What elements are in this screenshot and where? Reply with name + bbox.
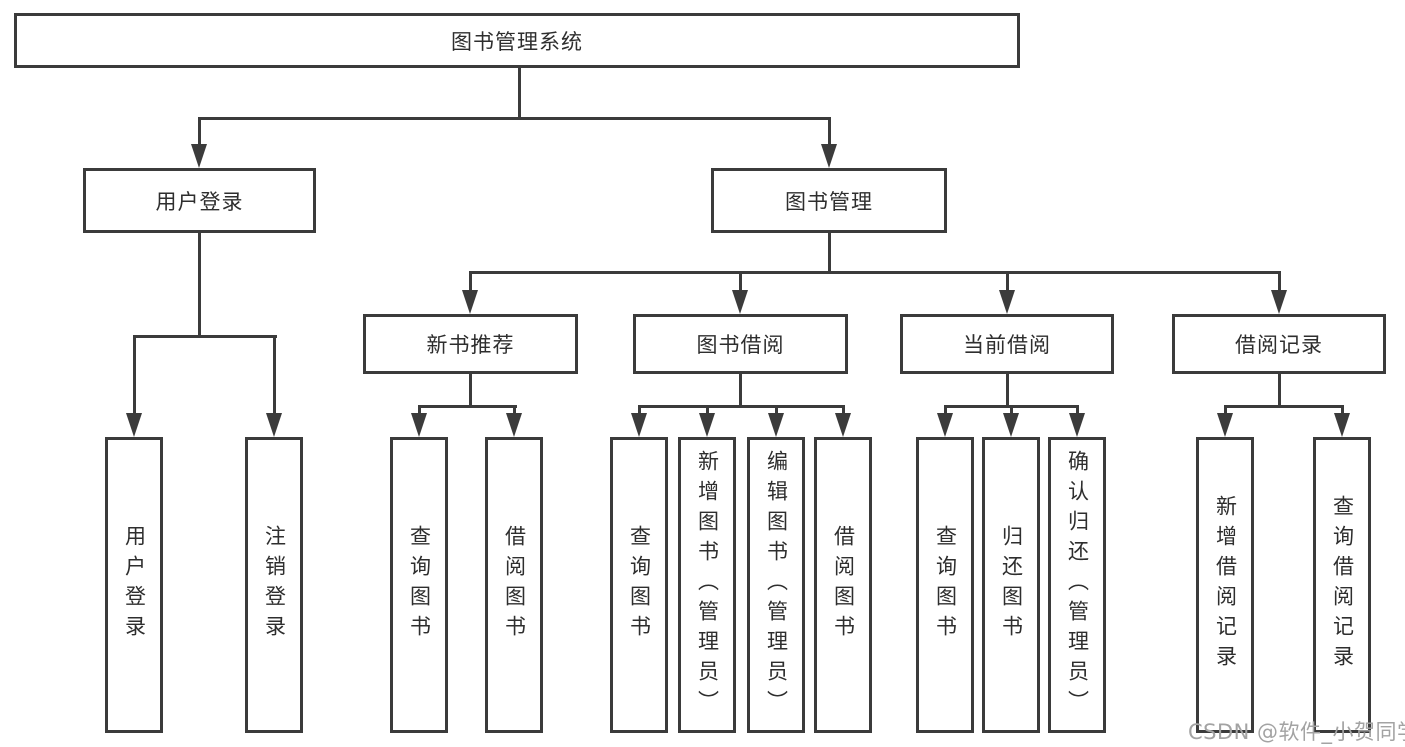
node-book-management: 图书管理 xyxy=(711,168,947,233)
arrowhead-down-icon xyxy=(1217,413,1233,437)
arrowhead-down-icon xyxy=(1334,413,1350,437)
node-leaf-borrow-book-1-label: 借阅图书 xyxy=(502,525,527,645)
node-leaf-query-book-3-label: 查询图书 xyxy=(933,525,958,645)
node-new-book-recommend-label: 新书推荐 xyxy=(426,333,515,357)
node-leaf-add-borrow-record: 新增借阅记录 xyxy=(1196,437,1254,733)
connector-line xyxy=(198,233,201,337)
node-leaf-borrow-book-2-label: 借阅图书 xyxy=(831,525,856,645)
node-current-borrow: 当前借阅 xyxy=(900,314,1114,374)
connector-line xyxy=(1278,271,1281,292)
arrowhead-down-icon xyxy=(506,413,522,437)
arrowhead-down-icon xyxy=(266,413,282,437)
node-current-borrow-label: 当前借阅 xyxy=(963,333,1051,357)
connector-line xyxy=(133,335,277,338)
node-leaf-query-book-2-label: 查询图书 xyxy=(627,525,652,645)
node-leaf-logout-label: 注销登录 xyxy=(262,525,287,645)
node-leaf-confirm-return-admin: 确认归还（管理员） xyxy=(1048,437,1106,733)
node-leaf-logout: 注销登录 xyxy=(245,437,303,733)
node-leaf-query-book-2: 查询图书 xyxy=(610,437,668,733)
connector-line xyxy=(638,405,641,415)
arrowhead-down-icon xyxy=(631,413,647,437)
arrowhead-down-icon xyxy=(821,144,837,168)
node-leaf-borrow-book-2: 借阅图书 xyxy=(814,437,872,733)
connector-line xyxy=(842,405,845,415)
node-root: 图书管理系统 xyxy=(14,13,1020,68)
connector-line xyxy=(1006,271,1009,292)
arrowhead-down-icon xyxy=(1271,290,1287,314)
connector-line xyxy=(273,335,276,415)
connector-line xyxy=(469,271,472,292)
watermark: CSDN @软件_小贺同学 xyxy=(1188,720,1405,744)
connector-line xyxy=(944,405,947,415)
node-leaf-user-login-label: 用户登录 xyxy=(122,525,147,645)
arrowhead-down-icon xyxy=(937,413,953,437)
arrowhead-down-icon xyxy=(768,413,784,437)
node-book-borrow: 图书借阅 xyxy=(633,314,848,374)
connector-line xyxy=(513,405,516,415)
node-user-login: 用户登录 xyxy=(83,168,316,233)
node-book-management-label: 图书管理 xyxy=(785,189,873,214)
node-leaf-query-book-1: 查询图书 xyxy=(390,437,448,733)
connector-line xyxy=(944,405,1079,408)
arrowhead-down-icon xyxy=(462,290,478,314)
connector-line xyxy=(1010,405,1013,415)
connector-line xyxy=(739,271,742,292)
arrowhead-down-icon xyxy=(999,290,1015,314)
node-leaf-query-book-3: 查询图书 xyxy=(916,437,974,733)
connector-line xyxy=(1224,405,1227,415)
connector-line xyxy=(133,335,136,415)
node-leaf-add-book-admin-label: 新增图书（管理员） xyxy=(695,450,720,720)
node-user-login-label: 用户登录 xyxy=(155,189,244,214)
arrowhead-down-icon xyxy=(126,413,142,437)
connector-line xyxy=(418,405,517,408)
node-root-label: 图书管理系统 xyxy=(451,29,583,54)
connector-line xyxy=(775,405,778,415)
arrowhead-down-icon xyxy=(699,413,715,437)
arrowhead-down-icon xyxy=(1003,413,1019,437)
node-leaf-borrow-book-1: 借阅图书 xyxy=(485,437,543,733)
connector-line xyxy=(469,271,1281,274)
connector-line xyxy=(198,117,831,120)
node-leaf-user-login: 用户登录 xyxy=(105,437,163,733)
node-leaf-edit-book-admin-label: 编辑图书（管理员） xyxy=(764,450,789,720)
node-borrow-records-label: 借阅记录 xyxy=(1235,333,1323,357)
connector-line xyxy=(706,405,709,415)
node-leaf-add-book-admin: 新增图书（管理员） xyxy=(678,437,736,733)
arrowhead-down-icon xyxy=(191,144,207,168)
node-leaf-edit-book-admin: 编辑图书（管理员） xyxy=(747,437,805,733)
connector-line xyxy=(828,117,831,146)
connector-line xyxy=(469,374,472,407)
node-book-borrow-label: 图书借阅 xyxy=(696,333,785,357)
arrowhead-down-icon xyxy=(411,413,427,437)
node-leaf-return-book: 归还图书 xyxy=(982,437,1040,733)
connector-line xyxy=(1224,405,1344,408)
node-leaf-return-book-label: 归还图书 xyxy=(999,525,1024,645)
connector-line xyxy=(418,405,421,415)
connector-line xyxy=(1278,374,1281,407)
node-leaf-add-borrow-record-label: 新增借阅记录 xyxy=(1213,495,1238,675)
node-leaf-confirm-return-admin-label: 确认归还（管理员） xyxy=(1065,450,1090,720)
node-leaf-query-book-1-label: 查询图书 xyxy=(407,525,432,645)
connector-line xyxy=(739,374,742,407)
connector-line xyxy=(1076,405,1079,415)
connector-line xyxy=(828,233,831,273)
node-leaf-query-borrow-record-label: 查询借阅记录 xyxy=(1330,495,1355,675)
node-leaf-query-borrow-record: 查询借阅记录 xyxy=(1313,437,1371,733)
connector-line xyxy=(198,117,201,146)
node-new-book-recommend: 新书推荐 xyxy=(363,314,578,374)
node-borrow-records: 借阅记录 xyxy=(1172,314,1386,374)
arrowhead-down-icon xyxy=(732,290,748,314)
connector-line xyxy=(518,68,521,118)
arrowhead-down-icon xyxy=(1069,413,1085,437)
arrowhead-down-icon xyxy=(835,413,851,437)
connector-line xyxy=(1006,374,1009,407)
connector-line xyxy=(1341,405,1344,415)
